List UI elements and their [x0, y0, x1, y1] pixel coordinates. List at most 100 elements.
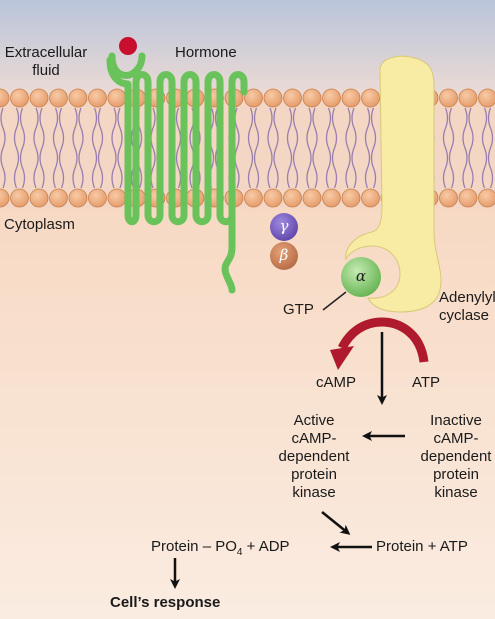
lipid-head	[0, 188, 10, 208]
lipid-head	[88, 88, 107, 108]
active-kinase-label: Active cAMP- dependent protein kinase	[278, 412, 350, 501]
gamma-subunit	[270, 213, 298, 241]
cells-response-label: Cell’s response	[110, 594, 221, 611]
adp-text: + ADP	[242, 538, 290, 555]
lipid-head	[361, 88, 380, 108]
lipid-head	[49, 188, 68, 208]
lipid-tail	[312, 107, 318, 189]
lipid-head	[458, 188, 478, 208]
lipid-tail	[468, 107, 474, 189]
lipid-head	[361, 188, 380, 208]
lipid-head	[29, 188, 49, 208]
lipid-tail	[111, 107, 117, 189]
extracellular-fluid-label: Extracellular fluid	[4, 44, 88, 79]
beta-label: β	[279, 246, 289, 264]
lipid-head	[49, 88, 68, 108]
lipid-tail	[13, 107, 20, 189]
adenylyl-cyclase-enzyme	[345, 55, 442, 313]
receptor-protein	[106, 56, 248, 226]
hormone-molecule	[119, 37, 137, 55]
lipid-tail	[462, 107, 468, 189]
lipid-tail	[19, 107, 26, 189]
lipid-tail	[306, 107, 312, 189]
lipid-head	[263, 188, 283, 208]
lipid-tail	[286, 107, 293, 189]
lipid-tail	[442, 107, 449, 189]
lipid-tail	[72, 107, 78, 189]
lipid-head	[0, 88, 10, 108]
atp-to-camp-arrow	[337, 317, 429, 363]
lipid-tail	[253, 107, 260, 189]
beta-subunit	[270, 242, 298, 270]
lipid-head	[10, 88, 29, 108]
lipid-head	[478, 88, 495, 108]
lipid-tail	[91, 107, 98, 189]
atp-label: ATP	[412, 374, 441, 391]
protein-phosphate-label: Protein – PO4 + ADP	[151, 538, 290, 562]
atp-to-camp-arrowhead	[330, 346, 354, 370]
inactive-kinase-label: Inactive cAMP- dependent protein kinase	[420, 412, 492, 501]
lipid-tail	[117, 107, 123, 189]
lipid-head	[244, 188, 263, 208]
lipid-head	[68, 88, 88, 108]
lipid-head	[439, 88, 458, 108]
alpha-label: α	[355, 267, 367, 285]
lipid-tail	[345, 107, 351, 189]
receptor-n-terminus	[108, 52, 146, 79]
lipid-head	[29, 88, 49, 108]
lipid-tail	[247, 107, 254, 189]
phosphate-subscript: 4	[236, 547, 243, 558]
lipid-tail	[175, 107, 182, 189]
lipid-head	[88, 188, 107, 208]
lipid-tail	[39, 107, 45, 189]
lipid-head	[283, 188, 302, 208]
lipid-tail	[351, 107, 357, 189]
protein-atp-label: Protein + ATP	[376, 538, 468, 555]
lipid-tail	[0, 107, 6, 189]
gtp-pointer	[322, 291, 347, 311]
lipid-tail	[487, 107, 494, 189]
lipid-head	[107, 88, 127, 108]
lipid-head	[341, 88, 361, 108]
lipid-tail	[273, 107, 279, 189]
protein-phosphate-text: Protein – PO	[151, 538, 237, 555]
lipid-tail	[331, 107, 338, 189]
lipid-tail	[370, 107, 377, 189]
lipid-tail	[448, 107, 455, 189]
lipid-head	[244, 88, 263, 108]
alpha-subunit	[341, 257, 381, 297]
adenylyl-cyclase-label: Adenylyl cyclase	[439, 289, 495, 324]
lipid-tail	[52, 107, 59, 189]
lipid-tail	[364, 107, 371, 189]
receptor-tail	[221, 211, 236, 294]
lipid-head	[341, 188, 361, 208]
lipid-head	[458, 88, 478, 108]
lipid-tail	[33, 107, 39, 189]
lipid-head	[263, 88, 283, 108]
camp-label: cAMP	[316, 374, 357, 391]
lipid-head	[302, 88, 322, 108]
lipid-tail	[267, 107, 273, 189]
lipid-head	[322, 188, 341, 208]
gtp-label: GTP	[283, 301, 314, 318]
lipid-head	[68, 188, 88, 208]
lipid-tail	[481, 107, 488, 189]
lipid-tail	[78, 107, 84, 189]
kinase-to-phosphorylation-arrow	[321, 511, 351, 535]
lipid-heads	[0, 88, 495, 208]
lipid-tail	[292, 107, 299, 189]
lipid-head	[478, 188, 495, 208]
lipid-head	[107, 188, 127, 208]
lipid-head	[10, 188, 29, 208]
hormone-label: Hormone	[175, 44, 237, 61]
lipid-head	[283, 88, 302, 108]
cytoplasm-label: Cytoplasm	[4, 216, 75, 233]
lipid-head	[322, 88, 341, 108]
lipid-tail	[97, 107, 104, 189]
lipid-tail	[325, 107, 332, 189]
lipid-head	[302, 188, 322, 208]
lipid-tail	[58, 107, 65, 189]
gamma-label: γ	[279, 217, 289, 235]
lipid-head	[439, 188, 458, 208]
